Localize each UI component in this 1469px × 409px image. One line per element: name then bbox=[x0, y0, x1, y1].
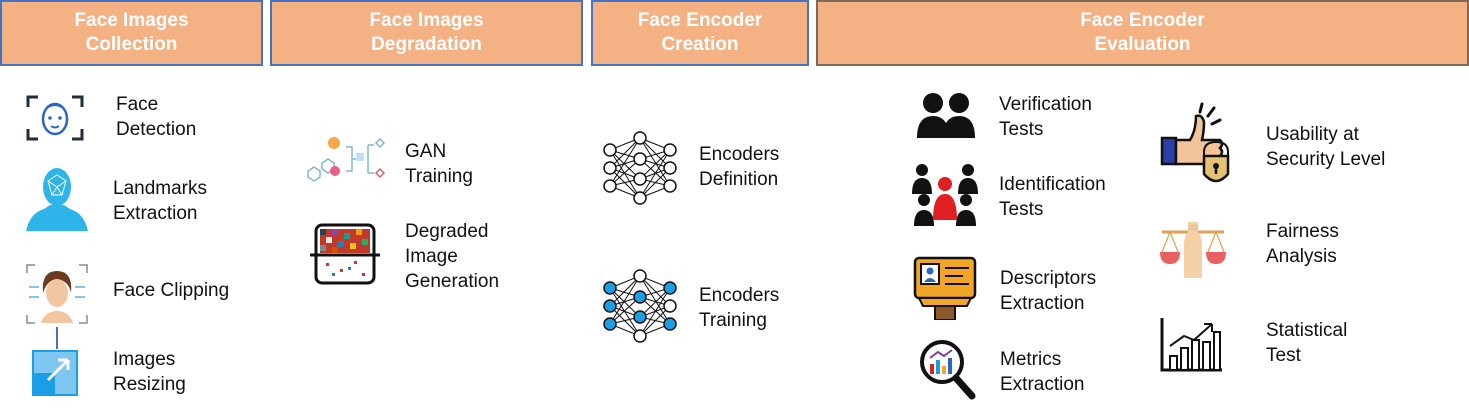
group-icon bbox=[912, 164, 978, 226]
label-face-detection: Face Detection bbox=[116, 92, 196, 142]
label-encoders-training: Encoders Training bbox=[699, 283, 779, 333]
label-encoders-definition: Encoders Definition bbox=[699, 142, 779, 192]
label-line: Extraction bbox=[1000, 374, 1085, 395]
label-line: Analysis bbox=[1266, 246, 1337, 267]
label-line: Training bbox=[699, 310, 767, 331]
header-line: Creation bbox=[661, 34, 739, 55]
gan-icon bbox=[307, 137, 386, 182]
header-evaluation: Face Encoder Evaluation bbox=[816, 0, 1469, 66]
label-line: Identification bbox=[999, 174, 1106, 195]
label-line: Images bbox=[113, 349, 176, 370]
label-resizing: Images Resizing bbox=[113, 347, 186, 397]
thumbs-up-lock-icon bbox=[1160, 102, 1230, 183]
people-icon bbox=[917, 93, 975, 138]
label-landmarks: Landmarks Extraction bbox=[113, 176, 207, 226]
label-line: Detection bbox=[116, 119, 197, 140]
header-line: Face Images bbox=[74, 10, 189, 31]
label-line: Security Level bbox=[1266, 149, 1386, 170]
label-line: Metrics bbox=[1000, 349, 1062, 370]
label-line: Generation bbox=[405, 271, 500, 292]
degraded-image-icon bbox=[310, 223, 380, 285]
label-line: Extraction bbox=[1000, 293, 1085, 314]
label-line: Extraction bbox=[113, 203, 198, 224]
neural-net-trained-icon bbox=[603, 269, 677, 343]
header-line: Collection bbox=[85, 34, 178, 55]
label-line: GAN bbox=[405, 141, 447, 162]
connector-line bbox=[56, 327, 58, 349]
label-descriptors: Descriptors Extraction bbox=[1000, 266, 1096, 316]
label-line: Tests bbox=[999, 199, 1044, 220]
label-line: Landmarks bbox=[113, 178, 207, 199]
label-identification: Identification Tests bbox=[999, 172, 1106, 222]
label-gan: GAN Training bbox=[405, 139, 473, 189]
label-line: Encoders bbox=[699, 285, 780, 306]
label-line: Definition bbox=[699, 169, 779, 190]
label-line: Encoders bbox=[699, 144, 780, 165]
label-line: Verification bbox=[999, 94, 1092, 115]
header-line: Face Encoder bbox=[1080, 10, 1205, 31]
label-line: Usability at bbox=[1266, 124, 1359, 145]
face-detection-icon bbox=[26, 95, 84, 141]
face-clipping-icon bbox=[26, 264, 88, 324]
label-fairness: Fairness Analysis bbox=[1266, 219, 1339, 269]
header-collection: Face Images Collection bbox=[0, 0, 263, 66]
label-line: Test bbox=[1266, 345, 1301, 366]
header-line: Face Images bbox=[369, 10, 484, 31]
header-creation: Face Encoder Creation bbox=[591, 0, 809, 66]
label-line: Face bbox=[116, 94, 159, 115]
resize-icon bbox=[32, 350, 78, 396]
label-verification: Verification Tests bbox=[999, 92, 1092, 142]
label-face-clipping: Face Clipping bbox=[113, 278, 229, 303]
label-statistical: Statistical Test bbox=[1266, 318, 1347, 368]
label-line: Descriptors bbox=[1000, 268, 1097, 289]
label-line: Face Clipping bbox=[113, 280, 230, 301]
scales-icon bbox=[1160, 222, 1226, 278]
label-line: Fairness bbox=[1266, 221, 1339, 242]
label-line: Statistical bbox=[1266, 320, 1348, 341]
landmarks-icon bbox=[26, 168, 88, 231]
bar-chart-icon bbox=[1160, 318, 1222, 372]
label-line: Degraded bbox=[405, 221, 489, 242]
label-line: Tests bbox=[999, 119, 1044, 140]
label-line: Resizing bbox=[113, 374, 186, 395]
header-line: Degradation bbox=[371, 34, 482, 55]
header-line: Face Encoder bbox=[637, 10, 763, 31]
header-degradation: Face Images Degradation bbox=[270, 0, 583, 66]
neural-net-icon bbox=[603, 131, 677, 205]
label-degraded: Degraded Image Generation bbox=[405, 219, 499, 294]
label-metrics: Metrics Extraction bbox=[1000, 347, 1084, 397]
magnifier-chart-icon bbox=[920, 340, 976, 400]
header-line: Evaluation bbox=[1094, 34, 1191, 55]
label-line: Image bbox=[405, 246, 458, 267]
label-usability: Usability at Security Level bbox=[1266, 122, 1385, 172]
label-line: Training bbox=[405, 166, 473, 187]
id-terminal-icon bbox=[913, 256, 977, 320]
